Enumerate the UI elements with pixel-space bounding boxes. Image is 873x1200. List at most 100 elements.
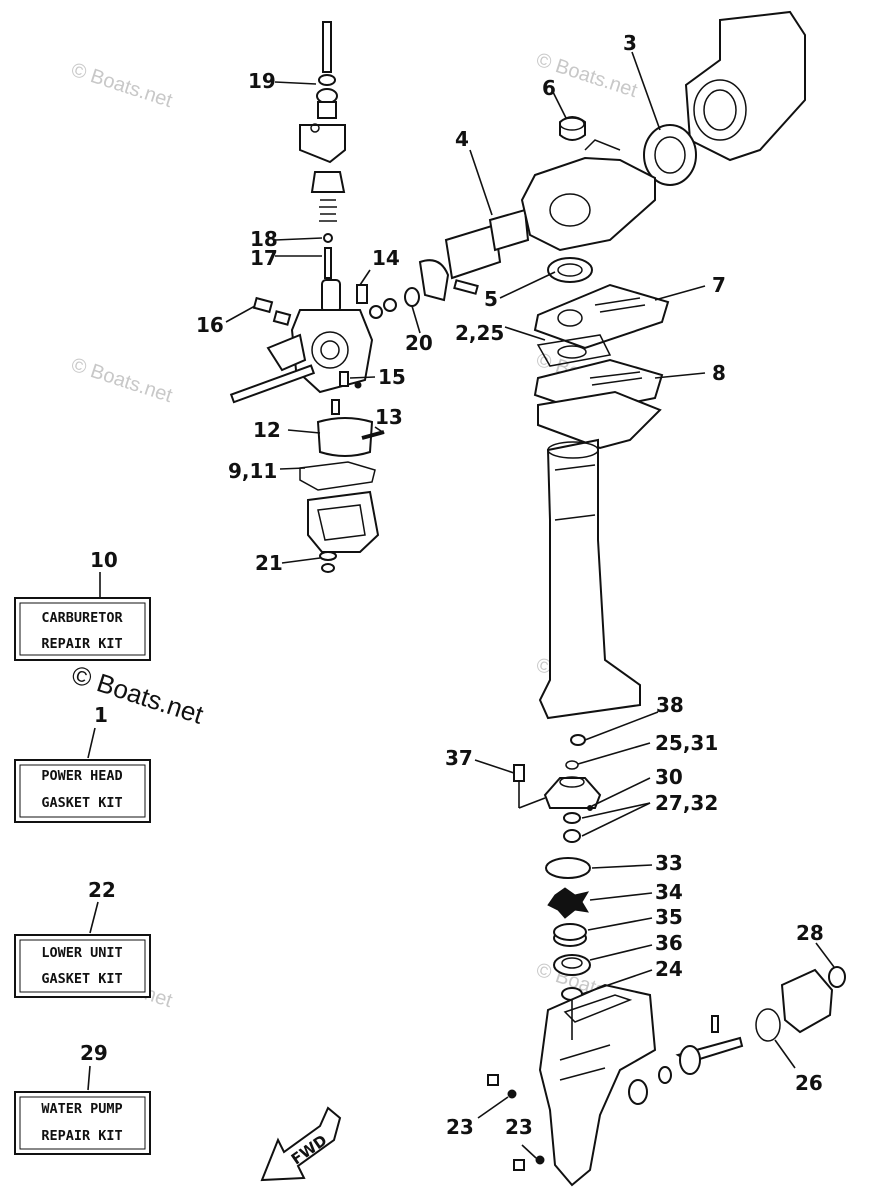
part-34-impeller xyxy=(547,887,590,919)
part-18-clip xyxy=(323,233,333,243)
carb-spring-housing xyxy=(310,171,346,193)
callout-21: 21 xyxy=(255,551,283,575)
part-15-screw xyxy=(339,371,349,387)
callout-17: 17 xyxy=(250,246,278,270)
part-25-31-oring xyxy=(565,760,579,770)
callout-8: 8 xyxy=(712,361,726,385)
lower-kit-line2: GASKET KIT xyxy=(41,971,122,987)
part-26-oring xyxy=(755,1008,781,1042)
watermark-dark: © Boats.net xyxy=(68,659,208,730)
intake-bolt xyxy=(453,279,479,295)
part-12-float xyxy=(316,417,374,457)
carburetor-assembly xyxy=(229,21,530,573)
callout-16: 16 xyxy=(196,313,224,337)
lower-kit-line1: LOWER UNIT xyxy=(41,945,122,961)
callout-25-31: 25,31 xyxy=(655,731,718,755)
throttle-lever xyxy=(266,333,307,372)
power-kit-line1: POWER HEAD xyxy=(41,768,122,784)
part-2-25-gasket xyxy=(536,334,612,367)
callout-26: 26 xyxy=(795,1071,823,1095)
callout-24: 24 xyxy=(655,957,683,981)
part-28-seal xyxy=(828,966,846,988)
callout-19: 19 xyxy=(248,69,276,93)
prop-cap xyxy=(780,968,834,1034)
part-4-gasket xyxy=(488,208,530,252)
float-bowl xyxy=(307,490,380,553)
part-33-plate xyxy=(545,857,591,879)
bearing xyxy=(628,1079,648,1105)
gear-case xyxy=(538,983,657,1187)
callout-28: 28 xyxy=(796,921,824,945)
carb-column xyxy=(321,279,341,313)
watermark-3: © Boats.net xyxy=(68,354,175,407)
callout-10: 10 xyxy=(90,548,118,572)
callout-36: 36 xyxy=(655,931,683,955)
lower-unit-assembly xyxy=(487,966,846,1187)
pump-kit-line2: REPAIR KIT xyxy=(41,1128,122,1144)
pump-housing xyxy=(543,777,602,809)
intake-adapter xyxy=(418,259,450,302)
part-35-insert xyxy=(553,923,587,941)
fwd-arrow: FWD xyxy=(260,1106,342,1182)
lower-unit-gasket-kit-box xyxy=(14,934,151,998)
callout-20: 20 xyxy=(405,331,433,355)
part-3-gasket xyxy=(643,124,697,186)
part-16-screw xyxy=(252,296,274,314)
kit-boxes: 10 CARBURETOR REPAIR KIT 1 POWER HEAD GA… xyxy=(14,548,151,1155)
part-13-pin xyxy=(361,430,385,440)
power-kit-line2: GASKET KIT xyxy=(41,795,122,811)
part-9-11-gasket xyxy=(299,461,376,491)
part-5-seal xyxy=(547,257,593,283)
callout-6: 6 xyxy=(542,76,556,100)
part-7-gasket xyxy=(533,283,670,350)
callout-30: 30 xyxy=(655,765,683,789)
callout-23-b: 23 xyxy=(505,1115,533,1139)
callout-13: 13 xyxy=(375,405,403,429)
callout-9-11: 9,11 xyxy=(228,459,277,483)
part-19-washer xyxy=(316,88,338,104)
callout-3: 3 xyxy=(623,31,637,55)
part-30-pin xyxy=(587,805,593,811)
part-20-oring xyxy=(404,287,420,307)
carb-bracket xyxy=(299,124,346,164)
callout-37: 37 xyxy=(445,746,473,770)
callout-14: 14 xyxy=(372,246,400,270)
callout-15: 15 xyxy=(378,365,406,389)
part-23-screw-b xyxy=(513,1159,525,1171)
carb-kit-line1: CARBURETOR xyxy=(41,610,123,626)
callout-labels: 19 18 17 14 16 15 20 12 13 9,11 21 4 3 6… xyxy=(196,31,824,1139)
part-37-bolt xyxy=(513,764,525,782)
part-14-jet xyxy=(356,284,368,304)
callout-12: 12 xyxy=(253,418,281,442)
power-head-assembly xyxy=(520,10,806,720)
callout-29: 29 xyxy=(80,1041,108,1065)
callout-18: 18 xyxy=(250,227,278,251)
pump-kit-line1: WATER PUMP xyxy=(41,1101,122,1117)
callout-23-a: 23 xyxy=(446,1115,474,1139)
drive-shaft-housing xyxy=(538,438,641,720)
leader-lines xyxy=(225,51,835,1159)
power-head-gasket-kit-box xyxy=(14,759,151,823)
carb-top-bolt xyxy=(322,21,332,73)
callout-7: 7 xyxy=(712,273,726,297)
callout-5: 5 xyxy=(484,287,498,311)
carb-cap xyxy=(317,101,337,119)
callout-33: 33 xyxy=(655,851,683,875)
callout-38: 38 xyxy=(656,693,684,717)
water-pump-repair-kit-box xyxy=(14,1091,151,1155)
part-38-seal xyxy=(570,734,586,746)
fwd-arrow-shape xyxy=(260,1106,342,1182)
callout-4: 4 xyxy=(455,127,469,151)
main-jet xyxy=(331,399,340,415)
shaft-pin xyxy=(711,1015,719,1033)
callout-27-32: 27,32 xyxy=(655,791,718,815)
part-19-nut xyxy=(318,74,336,86)
exhaust-plate xyxy=(537,390,662,450)
part-17-needle xyxy=(324,247,332,279)
part-21-washer xyxy=(321,563,335,573)
water-pump-assembly xyxy=(513,734,602,1001)
carb-kit-line2: REPAIR KIT xyxy=(41,636,122,652)
callout-34: 34 xyxy=(655,880,683,904)
part-21-screw xyxy=(319,551,337,561)
